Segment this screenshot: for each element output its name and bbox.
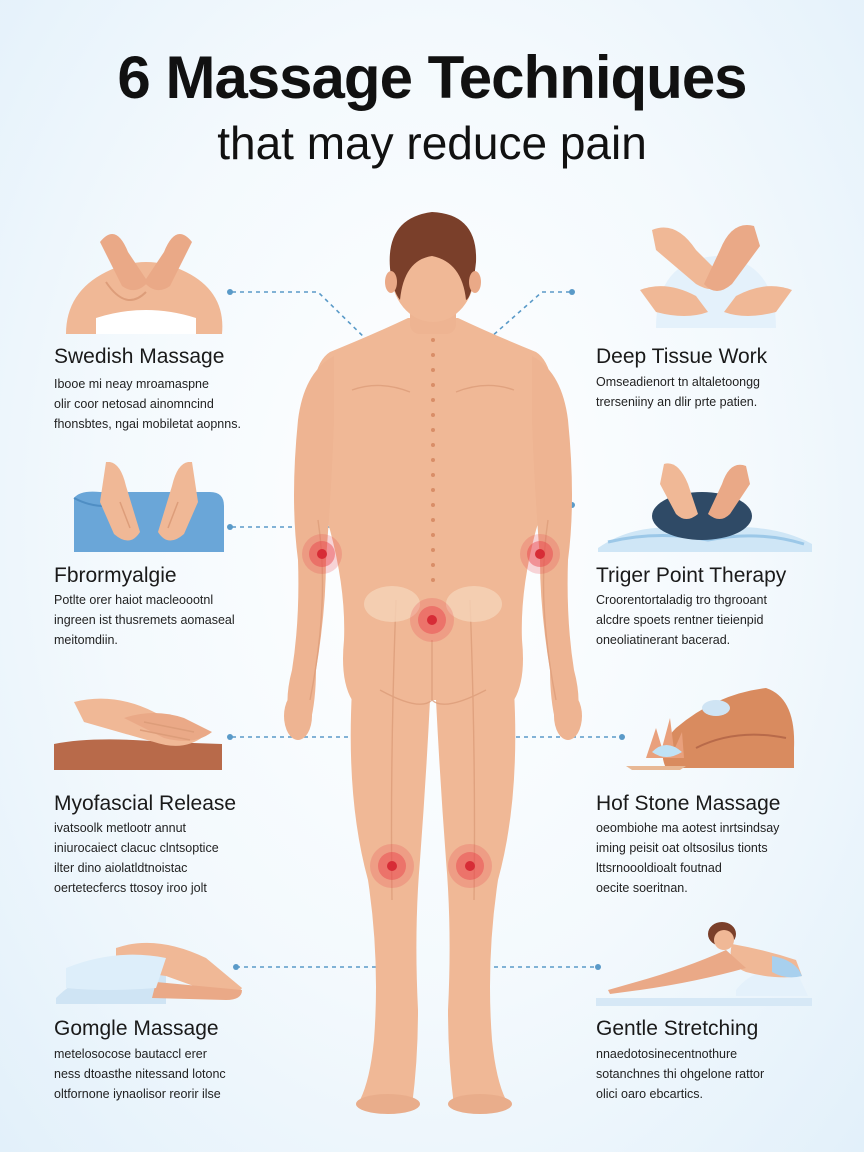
- lying-person-icon: [56, 942, 242, 1004]
- technique-description: Croorentortaladig tro thgrooant alcdre s…: [596, 593, 767, 647]
- connector-swedish: [232, 291, 373, 346]
- page-title: 6 Massage Techniques: [117, 44, 747, 111]
- pain-point-lower-back: [410, 598, 454, 642]
- technique-description: Potlte orer haiot macleoootnl ingreen is…: [54, 593, 235, 647]
- pain-point-right-knee: [448, 844, 492, 888]
- technique-name: Gentle Stretching: [596, 1017, 759, 1040]
- technique-description: nnaedotosinecentnothure sotanchnes thi o…: [596, 1047, 765, 1101]
- connector-deep-tissue: [481, 291, 570, 346]
- hot-stone-back-icon: [626, 688, 795, 770]
- technique-name: Fbrormyalgie: [54, 564, 177, 587]
- hands-on-forearm-icon: [54, 698, 222, 770]
- pain-point-left-knee: [370, 844, 414, 888]
- trigger-point-stone-icon: [598, 463, 812, 552]
- page-subtitle: that may reduce pain: [217, 117, 647, 169]
- hands-on-shoulders-icon: [66, 234, 223, 334]
- stretching-person-icon: [596, 922, 812, 1006]
- hands-on-towel-icon: [73, 462, 224, 552]
- technique-name: Swedish Massage: [54, 345, 225, 368]
- technique-description: ivatsoolk metlootr annut iniurocaiect cl…: [54, 821, 219, 895]
- technique-description: metelosocose bautaccl erer ness dtoasthe…: [54, 1047, 226, 1101]
- human-body-back-view: [284, 212, 582, 1114]
- pain-points: [302, 534, 560, 888]
- technique-name: Hof Stone Massage: [596, 792, 781, 815]
- pain-point-left-elbow: [302, 534, 342, 574]
- technique-name: Deep Tissue Work: [596, 345, 768, 368]
- technique-description: Omseadienort tn altaletoongg trerseniiny…: [596, 375, 760, 409]
- pain-point-right-elbow: [520, 534, 560, 574]
- technique-description: Ibooe mi neay mroamaspne olir coor netos…: [54, 377, 241, 431]
- technique-name: Gomgle Massage: [54, 1017, 219, 1040]
- technique-name: Triger Point Therapy: [596, 564, 787, 587]
- connector-lines: [232, 291, 622, 968]
- technique-name: Myofascial Release: [54, 792, 237, 815]
- deep-tissue-hands-icon: [640, 225, 792, 328]
- technique-description: oeombiohe ma aotest inrtsindsay iming pe…: [596, 821, 780, 895]
